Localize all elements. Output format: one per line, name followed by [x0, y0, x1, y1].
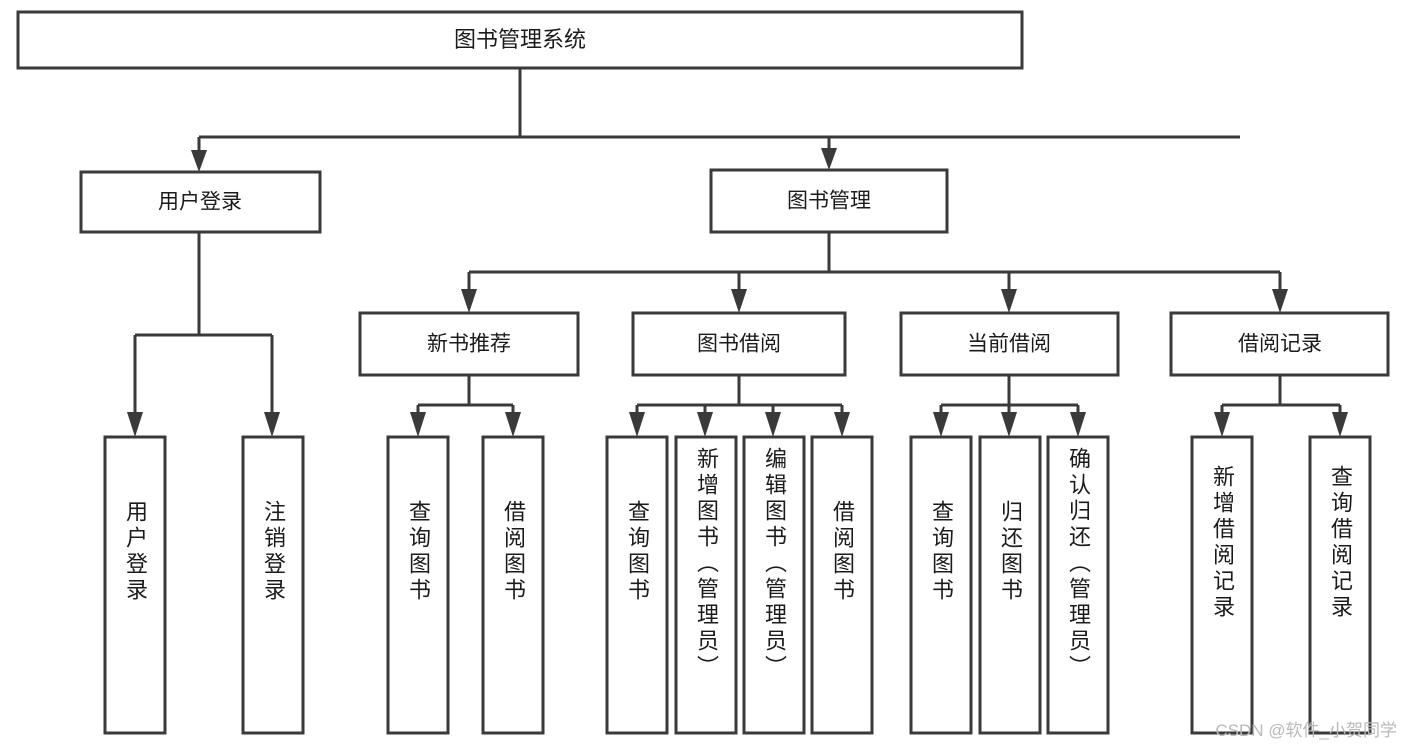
leaf-book-borrow-1[interactable]: [674, 435, 738, 735]
leaf-book-borrow-0[interactable]: [605, 435, 669, 735]
leaf-current-borrow-1[interactable]: [978, 435, 1042, 735]
node-current-borrow[interactable]: 当前借阅: [899, 311, 1120, 377]
node-book-borrow[interactable]: 图书借阅: [631, 311, 847, 377]
node-book-borrow-label: 图书借阅: [697, 333, 781, 356]
leaf-user-login-0[interactable]: [103, 435, 167, 735]
leaf-book-borrow-3[interactable]: [810, 435, 874, 735]
node-book-management[interactable]: 图书管理: [709, 168, 949, 234]
node-book-management-label: 图书管理: [787, 190, 871, 213]
node-current-borrow-label: 当前借阅: [967, 333, 1051, 356]
connector-root-to-level2: [191, 68, 1240, 172]
node-new-book-recommend[interactable]: 新书推荐: [358, 311, 580, 377]
leaf-current-borrow-2[interactable]: [1046, 435, 1110, 735]
node-root[interactable]: 图书管理系统: [16, 10, 1024, 70]
node-borrow-records[interactable]: 借阅记录: [1169, 311, 1390, 377]
leaf-book-borrow-2[interactable]: [742, 435, 806, 735]
connector-bookborrow-to-leaves: [629, 375, 850, 437]
connector-borrowrecords-to-leaves: [1214, 375, 1348, 437]
leaf-new-book-0[interactable]: [386, 435, 450, 735]
connector-currentborrow-to-leaves: [933, 375, 1086, 437]
connector-newbook-to-leaves: [410, 375, 521, 437]
leaf-borrow-records-1[interactable]: [1308, 435, 1372, 735]
node-new-book-recommend-label: 新书推荐: [427, 333, 511, 356]
node-root-label: 图书管理系统: [454, 27, 586, 52]
leaf-borrow-records-0[interactable]: [1190, 435, 1254, 735]
leaf-user-login-1[interactable]: [241, 435, 305, 735]
connector-bookmgmt-to-level3: [461, 232, 1288, 313]
node-user-login-label: 用户登录: [158, 191, 242, 214]
connector-userlogin-to-leaves: [127, 232, 280, 437]
node-user-login[interactable]: 用户登录: [79, 170, 322, 234]
node-borrow-records-label: 借阅记录: [1238, 333, 1322, 356]
leaf-current-borrow-0[interactable]: [909, 435, 973, 735]
leaf-new-book-1[interactable]: [481, 435, 545, 735]
